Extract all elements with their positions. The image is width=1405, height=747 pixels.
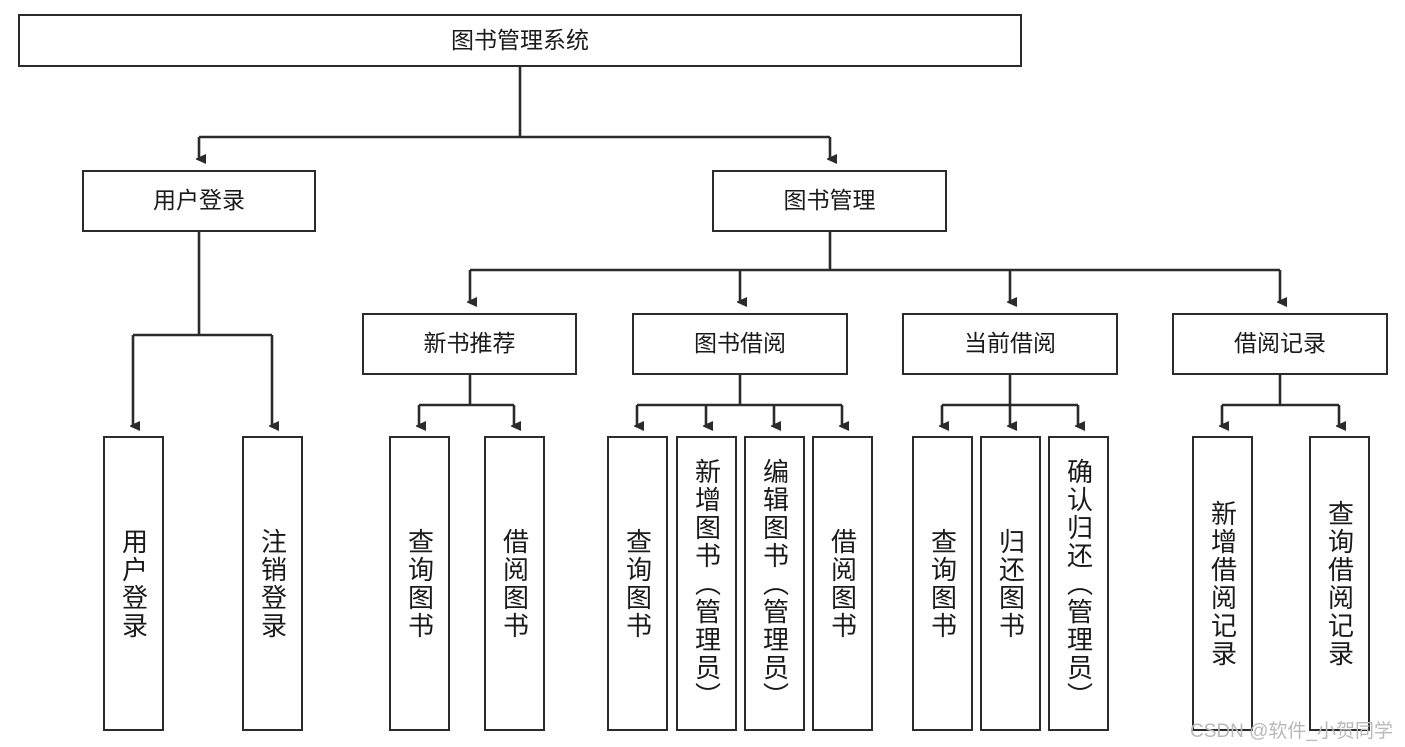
- node-leaf-add-book[interactable]: 新增图书（管理员）: [676, 436, 737, 731]
- node-leaf-query-book-2-label: 查询图书: [622, 527, 653, 640]
- node-leaf-return-book[interactable]: 归还图书: [980, 436, 1041, 731]
- node-leaf-query-record-label: 查询借阅记录: [1324, 499, 1355, 668]
- node-current-borrow-label: 当前借阅: [964, 330, 1056, 357]
- node-current-borrow[interactable]: 当前借阅: [902, 313, 1118, 375]
- node-leaf-query-book-3-label: 查询图书: [927, 527, 958, 640]
- node-leaf-add-book-label: 新增图书（管理员）: [691, 457, 722, 710]
- node-leaf-add-record[interactable]: 新增借阅记录: [1192, 436, 1253, 731]
- node-leaf-borrow-book-2[interactable]: 借阅图书: [812, 436, 873, 731]
- node-user-login-label: 用户登录: [153, 187, 245, 214]
- csdn-watermark: CSDN @软件_小贺同学: [1190, 721, 1393, 742]
- node-book-manage[interactable]: 图书管理: [712, 170, 947, 232]
- node-leaf-query-book-3[interactable]: 查询图书: [912, 436, 973, 731]
- node-book-manage-label: 图书管理: [783, 187, 876, 214]
- node-leaf-edit-book-label: 编辑图书（管理员）: [759, 457, 790, 710]
- node-leaf-return-book-label: 归还图书: [995, 527, 1026, 640]
- node-new-book-recommend-label: 新书推荐: [423, 330, 516, 357]
- node-leaf-query-book-2[interactable]: 查询图书: [607, 436, 668, 731]
- node-leaf-query-record[interactable]: 查询借阅记录: [1309, 436, 1370, 731]
- node-root[interactable]: 图书管理系统: [18, 14, 1022, 67]
- node-leaf-logout-label: 注销登录: [257, 527, 288, 640]
- node-leaf-query-book-1-label: 查询图书: [404, 527, 435, 640]
- node-user-login[interactable]: 用户登录: [82, 170, 316, 232]
- node-leaf-borrow-book-2-label: 借阅图书: [827, 527, 858, 640]
- node-leaf-edit-book[interactable]: 编辑图书（管理员）: [744, 436, 805, 731]
- node-leaf-user-login[interactable]: 用户登录: [103, 436, 164, 731]
- node-leaf-add-record-label: 新增借阅记录: [1207, 499, 1238, 668]
- node-leaf-confirm-return[interactable]: 确认归还（管理员）: [1048, 436, 1109, 731]
- node-borrow-record-label: 借阅记录: [1234, 330, 1326, 357]
- node-leaf-borrow-book-1[interactable]: 借阅图书: [484, 436, 545, 731]
- node-book-borrow[interactable]: 图书借阅: [632, 313, 848, 375]
- node-borrow-record[interactable]: 借阅记录: [1172, 313, 1388, 375]
- node-leaf-query-book-1[interactable]: 查询图书: [389, 436, 450, 731]
- node-leaf-confirm-return-label: 确认归还（管理员）: [1063, 457, 1094, 710]
- node-new-book-recommend[interactable]: 新书推荐: [362, 313, 577, 375]
- node-leaf-user-login-label: 用户登录: [118, 527, 149, 640]
- node-root-label: 图书管理系统: [451, 26, 589, 53]
- node-leaf-borrow-book-1-label: 借阅图书: [499, 527, 530, 640]
- node-leaf-logout[interactable]: 注销登录: [242, 436, 303, 731]
- node-book-borrow-label: 图书借阅: [694, 330, 786, 357]
